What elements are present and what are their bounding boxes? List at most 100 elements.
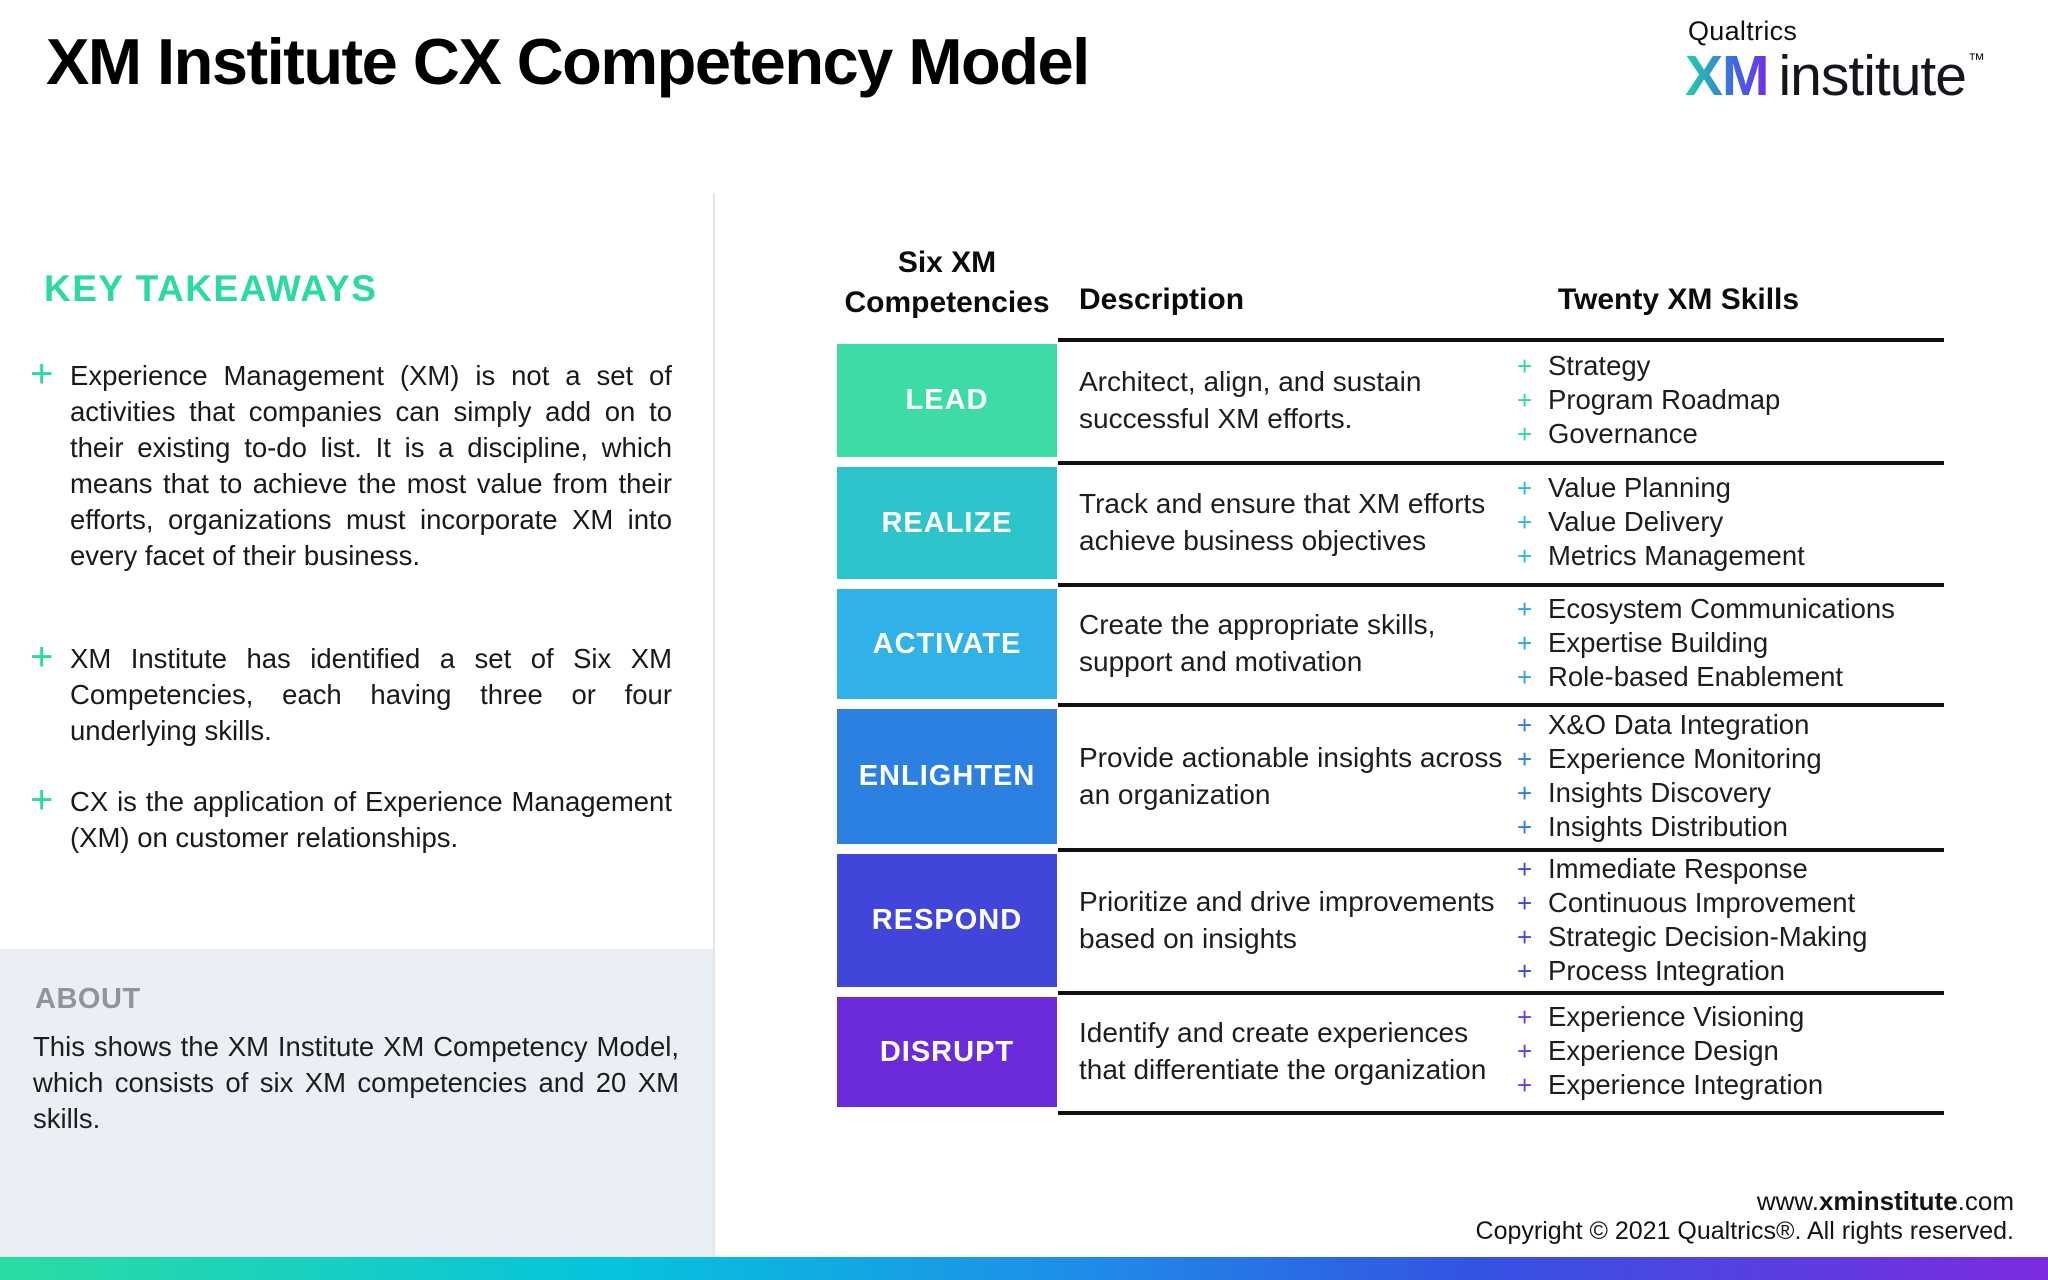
row-description: Architect, align, and sustain successful… [1079, 365, 1422, 434]
row-description: Prioritize and drive improvements based … [1079, 885, 1495, 954]
row-description: Provide actionable insights across an or… [1079, 741, 1503, 810]
plus-icon: + [1517, 662, 1533, 692]
row-separator [1058, 1111, 1944, 1115]
skill-label: Immediate Response [1548, 852, 1808, 884]
row-skills-cell: + X&O Data Integration + Experience Monitor… [1517, 707, 1937, 844]
competency-label: RESPOND [871, 904, 1023, 936]
footer-url-prefix: www. [1756, 1186, 1819, 1216]
row-skills-cell: + Immediate Response + Continuous Improveme… [1517, 852, 1937, 987]
skill-label: Value Planning [1548, 472, 1731, 503]
row-description: Identify and create experiences that dif… [1079, 1017, 1487, 1085]
competency-block: ENLIGHTEN [837, 709, 1057, 844]
row-separator [1058, 583, 1944, 587]
skill-item: + Expertise Building [1517, 626, 1937, 660]
skill-item: + Metrics Management [1517, 539, 1937, 573]
plus-icon: + [1517, 350, 1533, 381]
skill-item: + Experience Integration [1517, 1068, 1937, 1102]
competency-label: ENLIGHTEN [858, 760, 1036, 792]
logo-xm-institute-row: XM institute ™ [1685, 48, 1985, 105]
competency-block: DISRUPT [837, 997, 1057, 1107]
skill-item: +Value Delivery [1517, 505, 1937, 539]
skill-label: Continuous Improvement [1548, 886, 1856, 918]
skill-label: Process Integration [1548, 954, 1785, 986]
skill-label: Insights Distribution [1548, 810, 1788, 842]
plus-icon: + [1517, 594, 1533, 624]
takeaway-text: Experience Management (XM) is not a set … [70, 360, 672, 571]
skill-item: + Value Planning [1517, 471, 1937, 505]
column-header-skills: Twenty XM Skills [1557, 283, 1800, 316]
logo-institute-text: institute [1778, 44, 1967, 108]
plus-icon: + [1517, 384, 1533, 415]
plus-icon: + [1517, 853, 1533, 884]
takeaway-bullet: + CX is the application of Experience Ma… [30, 778, 672, 856]
skill-label: Experience Design [1548, 1035, 1779, 1066]
plus-icon: + [1517, 628, 1533, 658]
about-heading: ABOUT [35, 983, 141, 1015]
plus-icon: + [1517, 541, 1533, 571]
plus-icon: + [1517, 777, 1533, 808]
skill-label: X&O Data Integration [1548, 708, 1810, 740]
logo-xm-gradient-text: XM [1685, 44, 1769, 108]
skill-item: + Strategy [1517, 349, 1937, 383]
skill-label: Experience Monitoring [1548, 742, 1822, 774]
skill-label: Governance [1548, 417, 1698, 449]
competency-block: ACTIVATE [837, 589, 1057, 699]
skill-item: + Immediate Response [1517, 852, 1937, 886]
competency-label: ACTIVATE [872, 627, 1022, 660]
qualtrics-xm-institute-logo: Qualtrics XM institute ™ [1685, 16, 1985, 105]
plus-icon: + [1517, 811, 1533, 842]
row-description-cell: Architect, align, and sustain successful… [1079, 342, 1503, 457]
skill-item: + Experience Design [1517, 1034, 1937, 1068]
plus-icon: + [1517, 955, 1533, 986]
skill-label: Strategy [1548, 349, 1651, 381]
skill-item: + Experience Visioning [1517, 1000, 1937, 1034]
plus-icon: + [1517, 1002, 1533, 1032]
competency-label: REALIZE [881, 506, 1013, 539]
skill-item: + Experience Monitoring [1517, 742, 1937, 776]
competency-label: LEAD [905, 384, 989, 416]
skill-label: Experience Visioning [1548, 1001, 1805, 1032]
plus-icon: + [1517, 1036, 1533, 1066]
about-text: This shows the XM Institute XM Competenc… [33, 1031, 679, 1134]
plus-icon: + [1517, 743, 1533, 774]
table-header-rule [1058, 338, 1944, 342]
row-skills-cell: +Experience Visioning+Experience Design+… [1517, 995, 1937, 1107]
about-panel: ABOUT This shows the XM Institute XM Com… [0, 949, 713, 1257]
takeaway-bullet: + Experience Management (XM) is not a se… [30, 352, 672, 574]
skill-label: Experience Integration [1548, 1069, 1824, 1100]
row-description-cell: Prioritize and drive improvements based … [1079, 852, 1503, 987]
row-separator [1058, 703, 1944, 707]
skill-item: +Ecosystem Communications [1517, 592, 1937, 626]
skill-label: Role-based Enablement [1548, 661, 1844, 692]
row-separator [1058, 991, 1944, 995]
takeaway-bullet: + XM Institute has identified a set of S… [30, 635, 672, 749]
column-header-competencies: Six XM Competencies [844, 246, 1050, 319]
row-description-cell: Create the appropriate skills, support a… [1079, 587, 1503, 699]
footer-url-domain: xminstitute [1818, 1186, 1958, 1216]
plus-icon: + [1517, 887, 1533, 918]
key-takeaways-heading: KEY TAKEAWAYS [44, 268, 378, 309]
takeaway-text: XM Institute has identified a set of Six… [70, 643, 672, 746]
skill-label: Insights Discovery [1548, 776, 1772, 808]
row-description-cell: Provide actionable insights across an or… [1079, 707, 1503, 844]
skill-item: + Process Integration [1517, 954, 1937, 988]
skill-item: +Governance [1517, 417, 1937, 451]
skill-label: Value Delivery [1548, 506, 1724, 537]
logo-brand-text: Qualtrics [1688, 16, 1798, 46]
row-description: Track and ensure that XM efforts achieve… [1079, 488, 1486, 556]
footer: www.xminstitute.com Copyright © 2021 Qua… [1476, 1186, 2014, 1246]
takeaway-text: CX is the application of Experience Mana… [70, 786, 672, 853]
footer-gradient-bar [0, 1257, 2048, 1280]
skill-label: Metrics Management [1548, 540, 1805, 571]
plus-icon: + [1517, 1070, 1533, 1100]
footer-url: www.xminstitute.com [1476, 1186, 2014, 1216]
competency-label: DISRUPT [879, 1035, 1015, 1068]
skill-label: Expertise Building [1548, 627, 1769, 658]
competency-block: REALIZE [837, 467, 1057, 579]
competency-block: RESPOND [837, 854, 1057, 987]
row-description-cell: Identify and create experiences that dif… [1079, 995, 1503, 1107]
plus-icon: + [1517, 473, 1533, 503]
row-description: Create the appropriate skills, support a… [1079, 609, 1436, 677]
footer-url-suffix: .com [1957, 1186, 2014, 1216]
trademark-symbol: ™ [1967, 50, 1985, 69]
